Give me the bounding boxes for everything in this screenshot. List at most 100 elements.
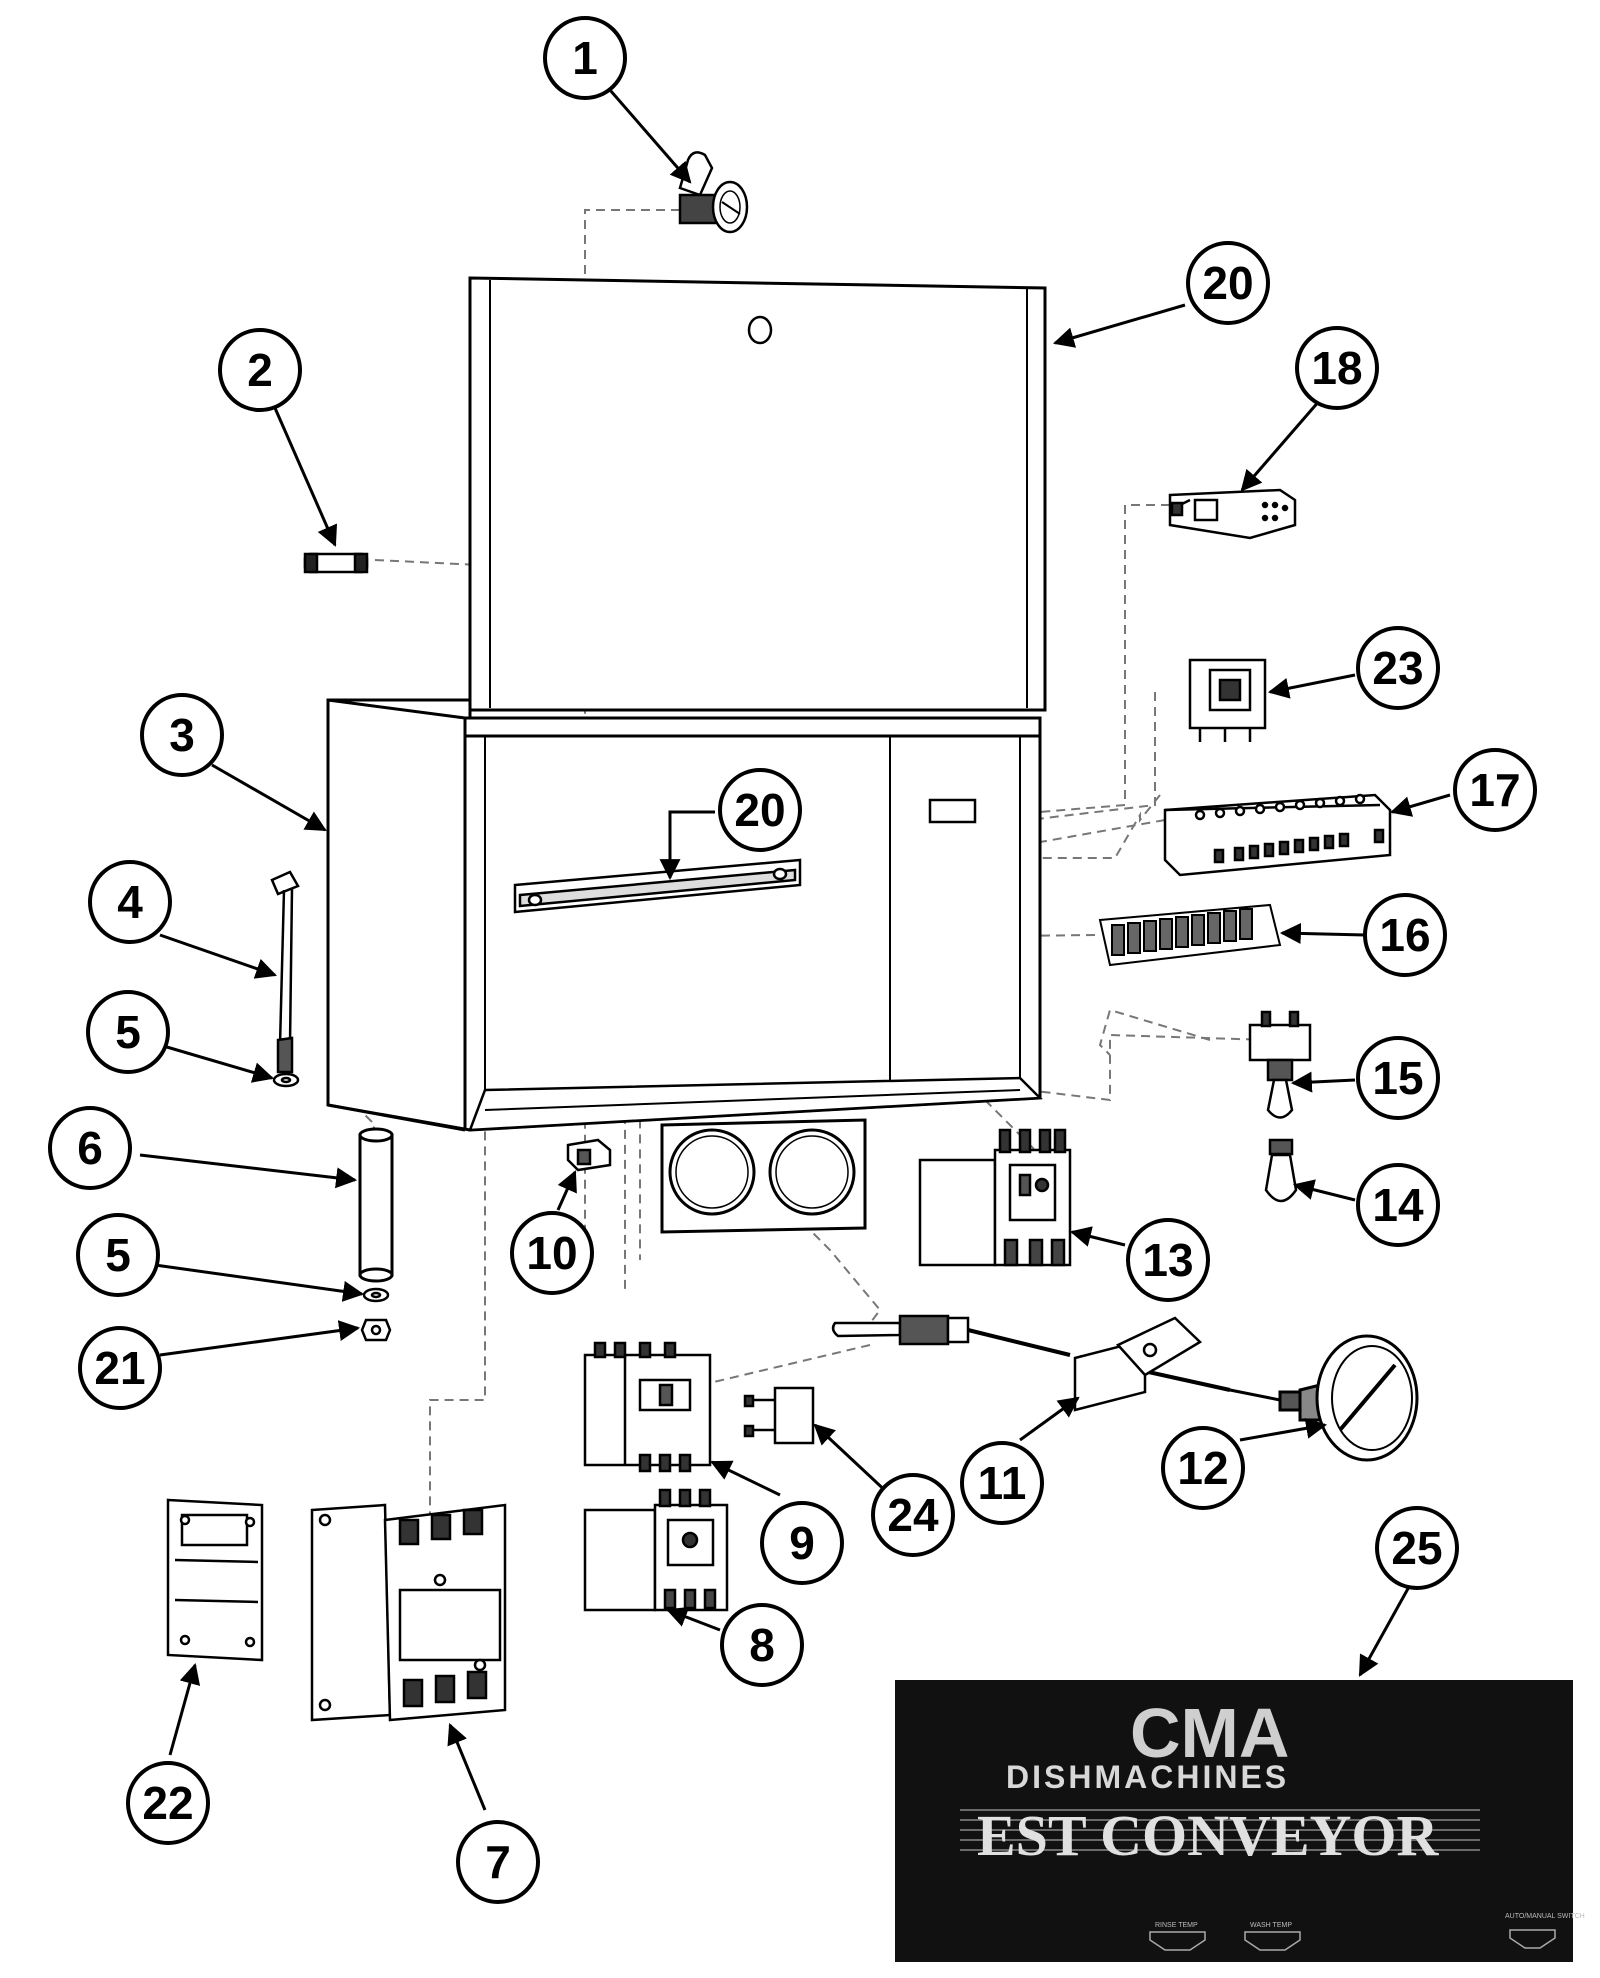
- callout-11: 11: [960, 1441, 1044, 1525]
- leader-9: [710, 1460, 781, 1497]
- temperature-gauge: [1278, 1334, 1419, 1462]
- callout-17: 17: [1453, 748, 1537, 832]
- callout-1-number: 1: [572, 32, 598, 84]
- leader-2: [273, 407, 338, 547]
- plate-model: EST CONVEYOR: [977, 1803, 1440, 1868]
- leader-18: [1240, 399, 1322, 492]
- leader-20b: [659, 810, 715, 881]
- cam-lock: [678, 151, 749, 234]
- callout-18: 18: [1295, 326, 1379, 410]
- callout-6-number: 6: [77, 1122, 103, 1174]
- svg-text:RINSE TEMP: RINSE TEMP: [1155, 1922, 1198, 1929]
- callout-9-number: 9: [789, 1517, 815, 1569]
- contactor-small: [583, 1341, 712, 1473]
- callout-8-number: 8: [749, 1619, 775, 1671]
- terminal-strip: [1098, 903, 1282, 967]
- callout-2-number: 2: [247, 344, 273, 396]
- plate-subtitle: DISHMACHINES: [1006, 1759, 1289, 1795]
- leader-arrows: [139, 89, 1451, 1811]
- leader-24: [813, 1423, 892, 1497]
- callout-24-number: 24: [887, 1489, 939, 1541]
- auto-manual-switch-indicator: AUTO/MANUAL SWITCH: [1505, 1913, 1585, 1949]
- callout-13: 13: [1126, 1218, 1210, 1302]
- leader-21: [159, 1320, 361, 1357]
- contactor-large: [310, 1503, 507, 1722]
- leader-1: [608, 89, 692, 184]
- leader-3: [211, 763, 327, 832]
- callout-23-number: 23: [1372, 642, 1423, 694]
- leader-17: [1389, 793, 1451, 817]
- callout-3: 3: [140, 693, 224, 777]
- contactor-cover-plate: [166, 1498, 264, 1662]
- callout-5b-number: 5: [105, 1229, 131, 1281]
- standoff-leg: [358, 1127, 394, 1283]
- leader-7: [447, 1723, 487, 1811]
- callout-20a: 20: [1186, 241, 1270, 325]
- callout-20b: 20: [718, 768, 802, 852]
- leader-14: [1292, 1179, 1356, 1202]
- callout-7: 7: [456, 1820, 540, 1904]
- callout-20b-number: 20: [734, 784, 785, 836]
- leader-11: [1019, 1396, 1080, 1442]
- leader-10: [556, 1170, 577, 1211]
- control-relay: [1188, 658, 1267, 742]
- callout-12-number: 12: [1177, 1442, 1228, 1494]
- timer-relay: [1168, 488, 1297, 540]
- hex-nut: [360, 1318, 392, 1342]
- callout-13-number: 13: [1142, 1234, 1193, 1286]
- callout-9: 9: [760, 1501, 844, 1585]
- callouts: 1 2 3 4 5 6 5 21 20 18 23 20 17 16 15: [48, 16, 1537, 1904]
- toggle-boot: [1264, 1138, 1298, 1203]
- callout-23: 23: [1356, 626, 1440, 710]
- terminal-block-large: [1163, 793, 1392, 877]
- leader-13: [1069, 1226, 1126, 1247]
- probe-bracket: [1073, 1316, 1203, 1412]
- thermometer-probe: [831, 1314, 1281, 1402]
- callout-24: 24: [871, 1473, 955, 1557]
- callout-15: 15: [1356, 1036, 1440, 1120]
- fuse: [303, 552, 369, 574]
- callout-4: 4: [88, 860, 172, 944]
- callout-21-number: 21: [94, 1342, 145, 1394]
- leader-15: [1290, 1071, 1356, 1093]
- callout-5b: 5: [76, 1213, 160, 1297]
- callout-22-number: 22: [142, 1777, 193, 1829]
- rinse-temp-indicator: RINSE TEMP: [1149, 1922, 1206, 1951]
- leader-23: [1267, 673, 1356, 699]
- callout-25-number: 25: [1391, 1522, 1442, 1574]
- callout-12: 12: [1161, 1426, 1245, 1510]
- callout-5a: 5: [86, 990, 170, 1074]
- cover-panel: [468, 276, 1047, 712]
- leader-25: [1358, 1584, 1412, 1677]
- washer-bottom: [362, 1287, 390, 1303]
- leader-16: [1279, 922, 1366, 944]
- callout-2: 2: [218, 328, 302, 412]
- leader-5a: [159, 1043, 275, 1083]
- callout-10-number: 10: [526, 1227, 577, 1279]
- svg-text:WASH TEMP: WASH TEMP: [1250, 1922, 1292, 1929]
- callout-21: 21: [78, 1326, 162, 1410]
- callout-14: 14: [1356, 1163, 1440, 1247]
- toggle-switch: [1248, 1010, 1312, 1119]
- plate-brand: CMA: [1130, 1694, 1289, 1772]
- callout-15-number: 15: [1372, 1052, 1423, 1104]
- wash-temp-indicator: WASH TEMP: [1244, 1922, 1301, 1951]
- din-rail: [513, 858, 802, 914]
- callout-7-number: 7: [485, 1836, 511, 1888]
- callout-3-number: 3: [169, 709, 195, 761]
- mounting-bolt: [270, 870, 300, 1074]
- leader-20a: [1052, 303, 1186, 348]
- callout-10: 10: [510, 1211, 594, 1295]
- washer-top: [272, 1072, 300, 1088]
- callout-5a-number: 5: [115, 1006, 141, 1058]
- leader-4: [159, 933, 277, 979]
- callout-25: 25: [1375, 1506, 1459, 1590]
- leader-5b: [154, 1263, 365, 1302]
- callout-11-number: 11: [978, 1457, 1027, 1509]
- gauge-mounting-plate: [660, 1118, 867, 1234]
- contactor-with-overload-small: [583, 1488, 729, 1612]
- leader-12: [1239, 1417, 1328, 1442]
- callout-6: 6: [48, 1106, 132, 1190]
- callout-14-number: 14: [1372, 1179, 1424, 1231]
